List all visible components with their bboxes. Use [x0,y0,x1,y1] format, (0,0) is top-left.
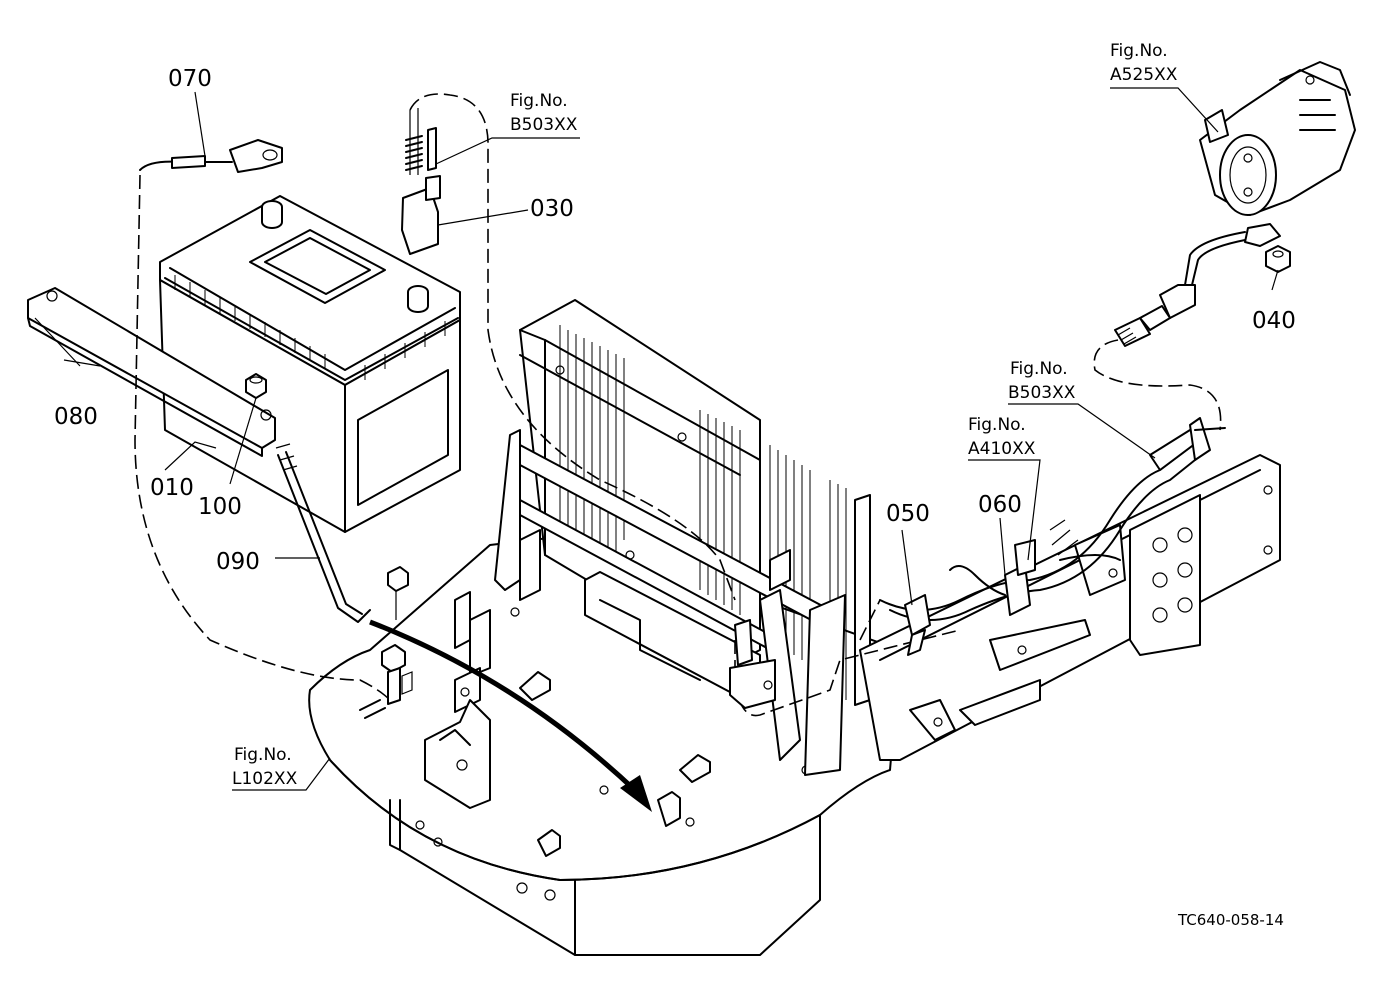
fig-ref-a525xx-title: Fig.No. [1110,41,1168,61]
hold-down-bar [27,287,276,457]
fig-ref-b503xx-right-title: Fig.No. [1010,359,1068,379]
part-labels: 070 030 040 080 010 100 090 060 050 [54,66,1296,575]
floor-bolts [381,566,776,709]
fig-ref-l102xx-title: Fig.No. [234,745,292,765]
starter-nut [1265,245,1291,273]
fig-ref-b503xx-top-title: Fig.No. [510,91,568,111]
fig-ref-a525xx-number: A525XX [1110,65,1178,85]
part-label-100: 100 [198,494,242,520]
part-label-040: 040 [1252,308,1296,334]
fig-ref-a410xx-title: Fig.No. [968,415,1026,435]
radiator [519,299,871,776]
fig-ref-b503xx-right-number: B503XX [1008,383,1076,403]
part-label-070: 070 [168,66,212,92]
part-label-090: 090 [216,549,260,575]
fig-ref-l102xx-number: L102XX [232,769,298,789]
fig-references: Fig.No. B503XX Fig.No. A525XX Fig.No. B5… [232,41,1178,789]
flange-nut [245,373,267,399]
part-label-050: 060 [978,492,1022,518]
starter-motor [1199,61,1356,216]
negative-cable [134,139,391,701]
part-label-010: 010 [150,475,194,501]
fig-ref-b503xx-top-number: B503XX [510,115,578,135]
starter-cable [1093,223,1281,431]
part-label-030: 030 [530,196,574,222]
routing-arrow [369,619,652,812]
radiator-fins [559,325,847,700]
floor-brackets [424,429,541,809]
hold-down-rod [275,443,371,623]
leader-lines [34,87,1279,791]
drawing-code: TC640-058-14 [1177,911,1284,929]
part-label-080: 080 [54,404,98,430]
wire-harness [859,417,1226,656]
part-label-060: 050 [886,501,930,527]
fig-ref-a410xx-number: A410XX [968,439,1036,459]
